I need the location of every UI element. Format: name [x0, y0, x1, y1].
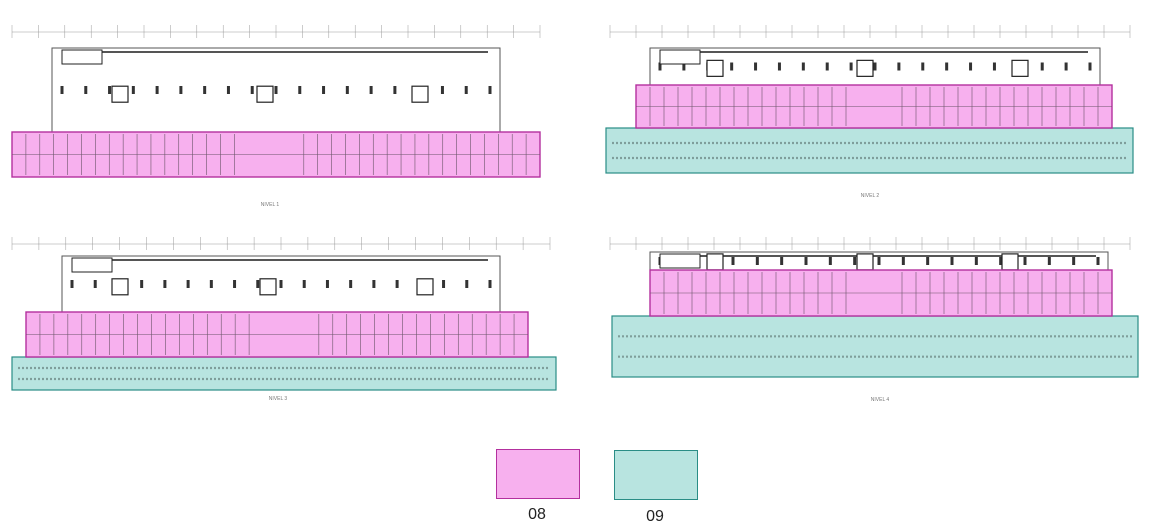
plan4-column-marker: [974, 257, 978, 265]
plan4-column-marker: [950, 257, 954, 265]
plan1-column-marker: [298, 86, 302, 94]
plan2-column-marker: [777, 62, 781, 71]
plan-title-4: NIVEL 4: [870, 397, 890, 403]
plan3-column-marker: [279, 280, 283, 288]
plan2-zone-09-area: [605, 127, 1134, 174]
plan3-stair-core: [71, 257, 113, 273]
plan2-column-marker: [1040, 62, 1044, 71]
plan2-column-marker: [945, 62, 949, 71]
plan4-column-marker: [1047, 257, 1051, 265]
plan1-column-marker: [274, 86, 278, 94]
plan1-column-marker: [108, 86, 112, 94]
plan4-elevator-core: [706, 253, 724, 271]
plan3-column-marker: [163, 280, 167, 288]
plan3-column-marker: [140, 280, 144, 288]
plan2-column-marker: [873, 62, 877, 71]
plan-title-3: NIVEL 3: [268, 396, 288, 402]
plan1-column-marker: [345, 86, 349, 94]
plan3-column-marker: [233, 280, 237, 288]
plan4-column-marker: [1072, 257, 1076, 265]
plan4-column-marker: [780, 257, 784, 265]
plan4-column-marker: [901, 257, 905, 265]
plan2-elevator-core: [856, 59, 874, 77]
plan3-elevator-core: [111, 278, 129, 296]
plan4-column-marker: [1023, 257, 1027, 265]
plan1-column-marker: [60, 86, 64, 94]
plan1-column-marker: [488, 86, 492, 94]
plan1-column-marker: [203, 86, 207, 94]
plan1-elevator-core: [411, 85, 429, 103]
plan2-column-marker: [682, 62, 686, 71]
legend-swatch-08: [496, 449, 580, 499]
plan2-column-marker: [730, 62, 734, 71]
plan3-column-marker: [186, 280, 190, 288]
plan2-column-marker: [1088, 62, 1092, 71]
plan2-elevator-core: [706, 59, 724, 77]
plan1-column-marker: [464, 86, 468, 94]
plan3-column-marker: [302, 280, 306, 288]
plan3-column-marker: [442, 280, 446, 288]
legend-label-08: 08: [528, 506, 546, 523]
plan3-column-marker: [349, 280, 353, 288]
plan3-column-marker: [488, 280, 492, 288]
plan2-column-marker: [921, 62, 925, 71]
plan4-column-marker: [731, 257, 735, 265]
plan1-column-marker: [131, 86, 135, 94]
plan4-elevator-core: [856, 253, 874, 271]
plan-title-1: NIVEL 1: [260, 202, 280, 208]
plan2-column-marker: [754, 62, 758, 71]
plan1-column-marker: [84, 86, 88, 94]
plan3-column-marker: [256, 280, 260, 288]
plan4-column-marker: [755, 257, 759, 265]
plan3-column-marker: [325, 280, 329, 288]
plan3-column-marker: [465, 280, 469, 288]
plan3-column-marker: [209, 280, 213, 288]
plan3-column-marker: [395, 280, 399, 288]
plan2-column-marker: [992, 62, 996, 71]
plan2-column-marker: [969, 62, 973, 71]
legend-label-09: 09: [646, 508, 664, 525]
plan4-stair-core: [659, 253, 701, 269]
plan2-column-marker: [825, 62, 829, 71]
plan1-column-marker: [440, 86, 444, 94]
plan1-stair-core: [61, 49, 103, 65]
plan3-column-marker: [70, 280, 74, 288]
plan2-column-marker: [801, 62, 805, 71]
plan1-elevator-core: [256, 85, 274, 103]
plan-title-2: NIVEL 2: [860, 193, 880, 199]
plan2-column-marker: [1064, 62, 1068, 71]
plan1-column-marker: [322, 86, 326, 94]
plan1-elevator-core: [111, 85, 129, 103]
plan4-column-marker: [853, 257, 857, 265]
plan3-column-marker: [93, 280, 97, 288]
plan2-column-marker: [658, 62, 662, 71]
plan4-elevator-core: [1001, 253, 1019, 271]
plan1-column-marker: [226, 86, 230, 94]
plan1-column-marker: [369, 86, 373, 94]
plan4-column-marker: [926, 257, 930, 265]
plan4-column-marker: [999, 257, 1003, 265]
plan3-elevator-core: [259, 278, 277, 296]
plan2-column-marker: [849, 62, 853, 71]
plan3-column-marker: [372, 280, 376, 288]
plan1-column-marker: [250, 86, 254, 94]
plan3-elevator-core: [416, 278, 434, 296]
plan4-column-marker: [877, 257, 881, 265]
plan3-zone-09-area: [11, 356, 557, 391]
plan1-column-marker: [179, 86, 183, 94]
plan2-elevator-core: [1011, 59, 1029, 77]
plan2-stair-core: [659, 49, 701, 65]
plan1-column-marker: [393, 86, 397, 94]
plan2-column-marker: [897, 62, 901, 71]
plan4-column-marker: [1096, 257, 1100, 265]
plan1-column-marker: [155, 86, 159, 94]
plan4-zone-09-area: [611, 315, 1139, 378]
plan4-column-marker: [804, 257, 808, 265]
legend-swatch-09: [614, 450, 698, 500]
plan4-column-marker: [828, 257, 832, 265]
